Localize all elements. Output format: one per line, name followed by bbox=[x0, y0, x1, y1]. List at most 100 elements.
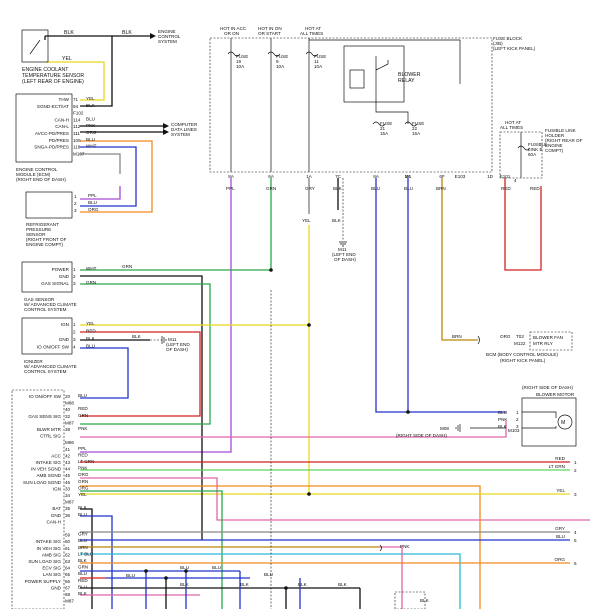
bus-blu-2: BLU bbox=[180, 565, 189, 570]
ecm-pin-wire: ORG bbox=[86, 130, 97, 135]
ctrl-pin-num: 65 bbox=[65, 572, 71, 577]
ctrl-pin-label: GND bbox=[51, 585, 62, 590]
ecm-pin-wire: PNK bbox=[86, 123, 96, 128]
m11-loc-2: OF DASH) bbox=[334, 257, 356, 262]
ctrl-pin-wire: ORG bbox=[78, 472, 89, 477]
ecm-pin-num: F102 bbox=[73, 111, 84, 116]
blu-wire-1 bbox=[375, 178, 506, 413]
ctrl-grn-wire bbox=[80, 490, 223, 609]
ctrl-pin-wire: BLU bbox=[78, 393, 87, 398]
ctrl-pin-wire: PPL bbox=[78, 446, 87, 451]
fuse-pin: 1A bbox=[306, 174, 313, 179]
fuse-block: FUSE BLOCK (J/B) (LEFT KICK PANEL) HOT I… bbox=[209, 26, 536, 191]
ecm-pin-num: 94 bbox=[73, 104, 79, 109]
svg-text:3: 3 bbox=[74, 208, 77, 213]
gas-pin-num: 2 bbox=[73, 274, 76, 279]
gas-pin-wire: GRN bbox=[86, 280, 96, 285]
refrigerant-sensor: 1 2 3 PPL BLU ORG REFRIGERANT PRESSURE S… bbox=[25, 191, 99, 247]
fuse-21-num: 21 bbox=[380, 126, 386, 131]
fuse-22-label: FUSE bbox=[412, 121, 424, 126]
right-edge-wire: RED bbox=[555, 456, 565, 461]
svg-text:2: 2 bbox=[74, 201, 77, 206]
fuse-11-label: FUSE bbox=[314, 54, 326, 59]
bus-blu-1: BLU bbox=[126, 573, 135, 578]
blower-ground-loc: (RIGHT SIDE OF DASH) bbox=[396, 433, 447, 438]
fuse-wire: BLK bbox=[333, 186, 343, 191]
fuse-icon bbox=[305, 51, 319, 57]
coolant-blk-label: BLK bbox=[64, 30, 74, 36]
coolant-blk-ecm bbox=[80, 36, 113, 107]
ctrl-pin-wire: BLK bbox=[78, 591, 88, 596]
ecm-pin-wire: BLU bbox=[86, 116, 95, 121]
bcm-relay-2: MTR RLY bbox=[533, 341, 553, 346]
ctrl-pin-num: M86 bbox=[65, 440, 74, 445]
ecm-pin-num: 118 bbox=[73, 145, 81, 150]
bcm-pin-wire: ORG bbox=[500, 334, 511, 339]
gas-pin-num: 3 bbox=[73, 281, 76, 286]
ctrl-pin-label: AMB SGND bbox=[36, 473, 61, 478]
bcm-brn-label: BRN bbox=[452, 334, 462, 339]
bcm-conn: M122 bbox=[514, 341, 526, 346]
ecm-pin-num: 111 bbox=[73, 131, 80, 136]
ctrl-pin-num: 40 bbox=[65, 407, 71, 412]
ecm-pin-label: AVCC-PD/PRES bbox=[35, 131, 69, 136]
fuse-19-num: 19 bbox=[236, 59, 242, 64]
blower-name: BLOWER MOTOR bbox=[536, 392, 575, 397]
fuse-wire: PPL bbox=[226, 186, 235, 191]
ppl-main-wire bbox=[80, 178, 232, 453]
refrig-line4: (RIGHT FRONT OF bbox=[26, 237, 67, 242]
fl-hot-1: HOT AT bbox=[505, 120, 521, 125]
blower-relay: BLOWER RELAY bbox=[343, 45, 421, 104]
refrig-wire-org: ORG bbox=[88, 207, 99, 212]
right-edge-wire: ORG bbox=[555, 557, 566, 562]
refrig-wire-blu: BLU bbox=[88, 200, 97, 205]
fuse-9-amp: 10A bbox=[276, 64, 285, 69]
bcm-area: BRN ORG T02 M122 BLOWER FAN MTR RLY BCM … bbox=[452, 331, 573, 363]
ctrl-pin-num: 41 bbox=[65, 447, 71, 452]
coolant-blk-label-2: BLK bbox=[122, 30, 132, 36]
fuse-icon bbox=[267, 51, 281, 57]
ctrl-pin-num: 34 bbox=[65, 493, 71, 498]
ion-pin-num: 4 bbox=[73, 345, 76, 350]
ctrl-pnk-conn bbox=[380, 546, 403, 609]
ion-pin-num: 2 bbox=[73, 330, 76, 335]
fl-holder-5: COMPT) bbox=[545, 148, 564, 153]
coolant-yel-wire bbox=[46, 61, 105, 101]
red-wire bbox=[504, 178, 542, 271]
fuse-19-amp: 10A bbox=[236, 64, 245, 69]
fusible-link: HOT AT ALL TIMES FUSIBLE LINK E 60A FUSI… bbox=[499, 120, 583, 191]
refrig-line5: ENGINE COMPT) bbox=[26, 242, 63, 247]
fuse-pin: 6F bbox=[439, 174, 445, 179]
ctrl-pin-wire: PNK bbox=[78, 426, 88, 431]
fuse-pin: 8A bbox=[373, 174, 380, 179]
ecm-pin-num: 71 bbox=[73, 97, 79, 102]
bus-blk-4: BLK bbox=[338, 582, 348, 587]
gas-grn-label: GRN bbox=[122, 264, 132, 269]
fl-link-2: LINK E bbox=[528, 147, 543, 152]
hot-label-2b: OR START bbox=[258, 31, 281, 36]
right-edge-num: 1 bbox=[574, 460, 577, 465]
ground-m11: YEL BLK M11 (LEFT END OF DASH) bbox=[302, 178, 356, 262]
relay-label-1: BLOWER bbox=[398, 72, 421, 78]
ctrl-ltblu-wire bbox=[80, 553, 461, 609]
brn-wire bbox=[441, 178, 478, 341]
ctrl-pin-wire: RED bbox=[78, 452, 88, 457]
ctrl-pin-num: 38 bbox=[65, 427, 71, 432]
ctrl-pin-label: ECV SIG bbox=[42, 566, 61, 571]
bus-blk-1: BLK bbox=[180, 582, 190, 587]
ion-ground-name: M11 bbox=[168, 337, 177, 342]
ctrl-pin-label: INTAKE SIG bbox=[36, 539, 62, 544]
gas-pin-label: POWER bbox=[52, 267, 70, 272]
ctrl-pin-num: 32 bbox=[65, 414, 71, 419]
ecm-org-wire bbox=[80, 140, 153, 213]
svg-text:M: M bbox=[561, 420, 565, 426]
bcm-relay-1: BLOWER FAN bbox=[533, 335, 563, 340]
bcm-name-1: BCM (BODY CONTROL MODULE) bbox=[486, 352, 558, 357]
ctrl-pin-wire: GRN bbox=[78, 413, 88, 418]
ground-icon bbox=[339, 241, 347, 247]
ctrl-pin-wire: BLU bbox=[78, 512, 87, 517]
fuse-wire: GRY bbox=[305, 186, 315, 191]
